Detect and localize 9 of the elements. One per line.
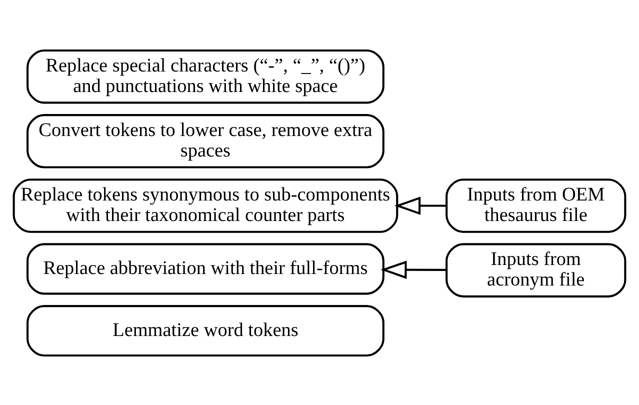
arrow [380,260,446,278]
arrow [394,196,446,214]
node-box: Replace special characters (“-”, “_”, “()”) and punctuations with white space [26,48,384,104]
node-box: Inputs from OEM thesaurus file [446,178,626,232]
node-box: Convert tokens to lower case, remove extra spaces [26,114,384,168]
node-box: Inputs from acronym file [446,242,626,297]
node-box: Replace tokens synonymous to sub-components with their taxonomical counter parts [12,178,398,232]
node-box: Lemmatize word tokens [26,304,384,356]
node-box: Replace abbreviation with their full-forms [26,242,384,294]
